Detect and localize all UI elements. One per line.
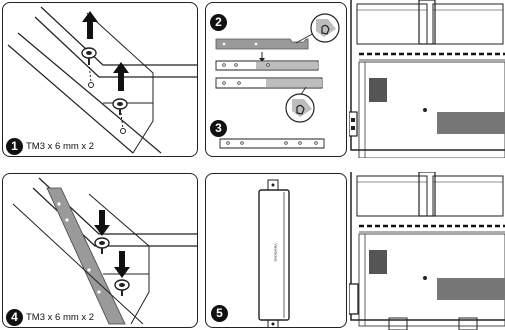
step-1-panel: 1 TM3 x 6 mm x 2 bbox=[2, 2, 198, 157]
screw-icon bbox=[113, 99, 127, 115]
step-number-badge: 4 bbox=[6, 309, 23, 326]
tv-rear-illustration bbox=[349, 0, 505, 158]
screw-spec-caption: TM3 x 6 mm x 2 bbox=[26, 312, 94, 323]
step-number-badge: 5 bbox=[211, 305, 228, 322]
assembled-bracket bbox=[220, 139, 324, 148]
up-arrow-icon bbox=[82, 11, 98, 39]
screw-spec-caption: TM3 x 6 mm x 2 bbox=[26, 141, 94, 152]
step-2-3-illustration bbox=[206, 3, 347, 157]
tv-rear-view-top bbox=[349, 0, 505, 158]
tv-rear-view-bottom bbox=[349, 172, 505, 330]
tv-rear-illustration bbox=[349, 172, 505, 330]
step-4-panel: 4 TM3 x 6 mm x 2 bbox=[2, 173, 198, 328]
cover-brand-text: ViewSonic bbox=[274, 235, 279, 271]
bracket bbox=[216, 39, 308, 49]
step-5-panel: ViewSonic 5 bbox=[205, 173, 347, 328]
bracket bbox=[216, 78, 322, 88]
screw-icon bbox=[115, 280, 129, 296]
bracket bbox=[216, 61, 318, 70]
magnifier-callout-icon bbox=[286, 87, 314, 122]
step-number-badge: 2 bbox=[210, 14, 227, 31]
step-number-badge: 3 bbox=[210, 120, 227, 137]
magnifier-callout-icon bbox=[296, 14, 339, 43]
step-number-badge: 1 bbox=[6, 138, 23, 155]
step-4-illustration bbox=[3, 174, 198, 328]
bracket bbox=[47, 188, 125, 324]
step-1-illustration bbox=[3, 3, 198, 157]
screw-icon bbox=[95, 238, 109, 254]
step-2-3-panel: 2 3 bbox=[205, 2, 347, 157]
